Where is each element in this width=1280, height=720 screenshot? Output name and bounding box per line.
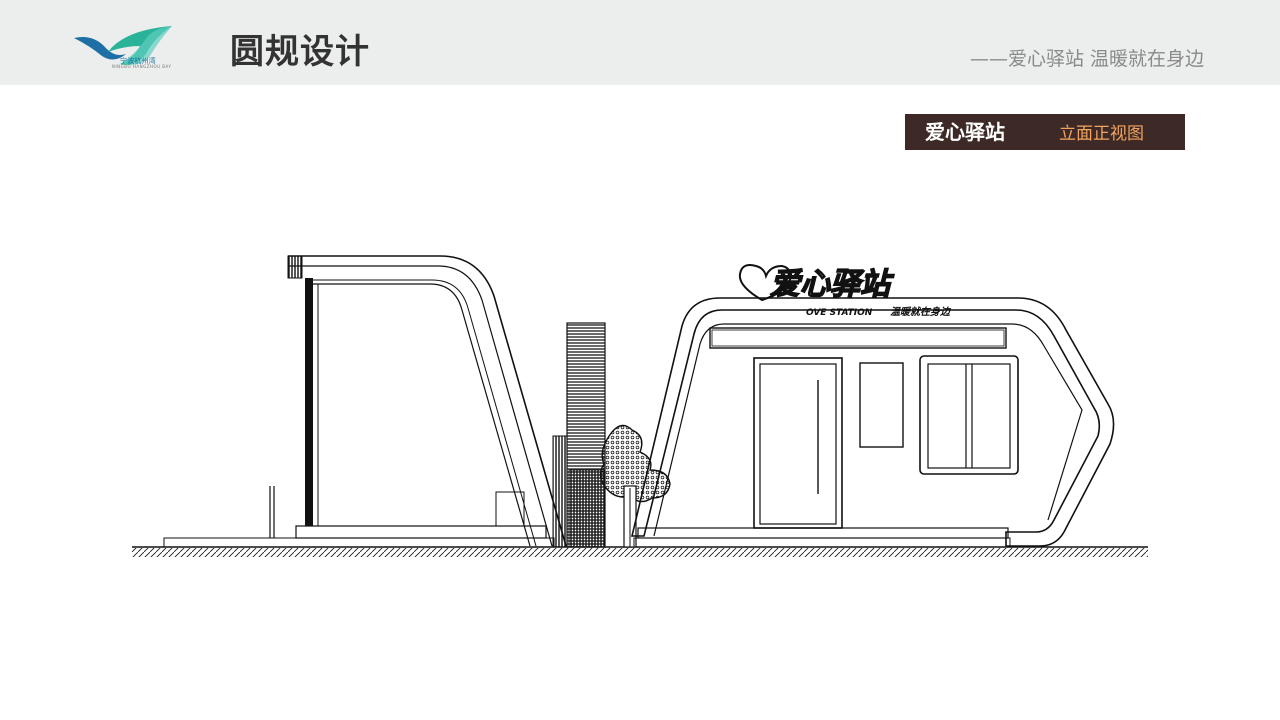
view-title-box: 爱心驿站 立面正视图	[905, 114, 1185, 150]
sign-tagline-text: 温暖就在身边	[890, 306, 952, 318]
sign-main-text: 爱心驿站	[770, 267, 895, 302]
heart-icon	[738, 264, 792, 302]
slogan: ——爱心驿站 温暖就在身边	[969, 48, 1204, 70]
ground-line	[132, 546, 1148, 557]
station-sign: 爱心驿站 OVE STATION 温暖就在身边	[738, 264, 952, 318]
view-title-main: 爱心驿站	[925, 120, 1005, 144]
header-bar: 宁波杭州湾 NINGBO HANGZHOU BAY 圆规设计 ——爱心驿站 温暖…	[0, 0, 1280, 85]
wave-logo-icon	[74, 26, 172, 65]
station-building	[630, 297, 1115, 548]
left-canopy	[163, 255, 567, 548]
striped-column	[552, 322, 606, 548]
tree-icon	[599, 424, 671, 548]
logo-text: 宁波杭州湾	[120, 57, 156, 65]
view-title-sub: 立面正视图	[1059, 124, 1144, 144]
logo-subtext: NINGBO HANGZHOU BAY	[112, 64, 172, 69]
brand-name: 圆规设计	[230, 32, 370, 72]
sign-english-text: OVE STATION	[806, 308, 873, 318]
